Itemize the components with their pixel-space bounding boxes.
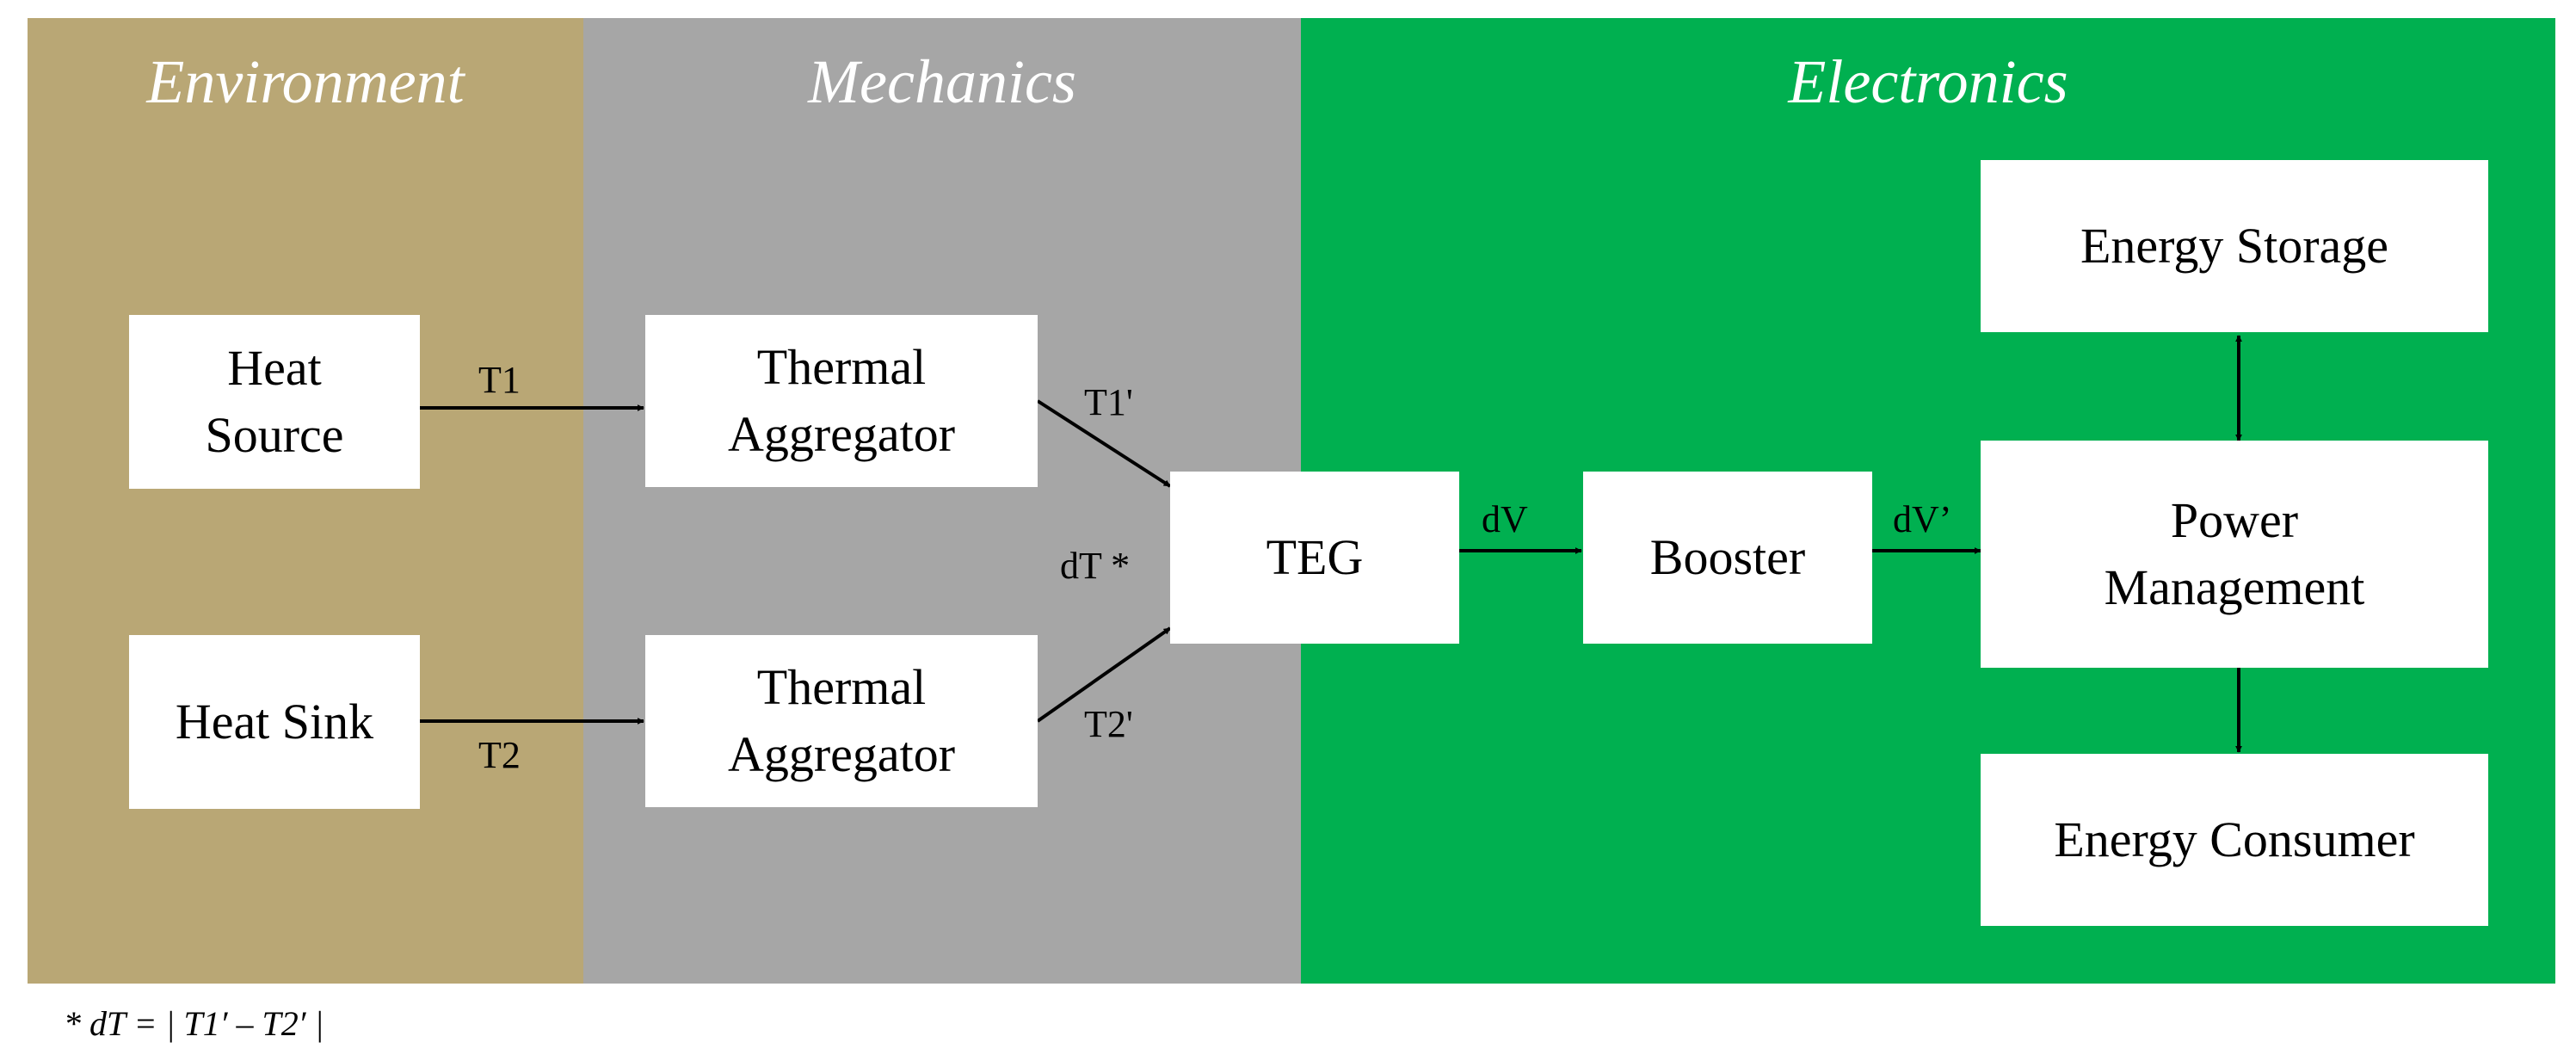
label-dv-prime: dV’ [1893,498,1952,540]
booster-label: Booster [1649,528,1806,585]
heat-source-box: Heat Source [129,315,420,489]
thermal-aggregator-top-box: Thermal Aggregator [645,315,1038,487]
label-t2-prime: T2' [1084,703,1133,745]
thermal-aggregator-bottom-box: Thermal Aggregator [645,635,1038,807]
heat-source-line1: Heat [227,339,322,396]
teg-label: TEG [1266,528,1364,585]
energy-consumer-label: Energy Consumer [2054,811,2415,867]
arrow-t2-prime [1036,626,1172,723]
energy-storage-box: Energy Storage [1981,160,2488,332]
energy-consumer-box: Energy Consumer [1981,754,2488,926]
electronics-title: Electronics [1788,47,2068,116]
aggregator-top-line1: Thermal [756,338,927,395]
power-management-line2: Management [2104,559,2365,615]
environment-panel: Environment [28,18,583,984]
label-dt: dT * [1060,545,1131,587]
teg-box: TEG [1170,472,1459,644]
aggregator-bottom-line1: Thermal [756,658,927,715]
mechanics-title: Mechanics [808,47,1076,116]
power-management-box: Power Management [1981,441,2488,668]
aggregator-top-line2: Aggregator [727,406,956,462]
footnote: * dT = | T1′ – T2′ | [64,1004,324,1043]
label-t1-prime: T1' [1084,381,1133,423]
heat-source-line2: Source [205,407,344,463]
arrow-t1-prime [1036,399,1172,488]
energy-storage-label: Energy Storage [2080,217,2389,274]
environment-title: Environment [146,47,465,116]
booster-box: Booster [1583,472,1872,644]
label-dv: dV [1482,498,1528,540]
heat-sink-label: Heat Sink [175,693,374,749]
power-management-line1: Power [2170,491,2299,548]
heat-sink-box: Heat Sink [129,635,420,809]
aggregator-bottom-line2: Aggregator [727,726,956,782]
label-t1: T1 [478,359,521,401]
label-t2: T2 [478,734,521,776]
